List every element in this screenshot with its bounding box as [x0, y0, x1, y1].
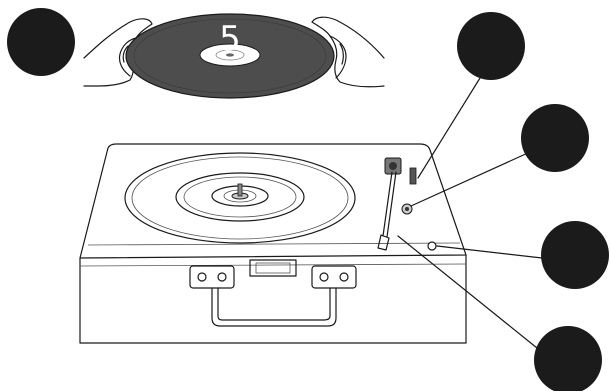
leader-power-jack [436, 245, 543, 259]
callout-arm-rest [457, 12, 525, 80]
hands-holding-record: 5 [83, 13, 385, 99]
deck-surface [79, 143, 467, 259]
platter [124, 152, 356, 244]
case-latch [249, 259, 297, 277]
record-step-number: 5 [219, 19, 241, 59]
case-front [79, 254, 467, 344]
callout-power-jack [541, 221, 609, 289]
power-jack [427, 241, 437, 251]
tonearm-headshell [377, 234, 390, 251]
spindle [237, 183, 243, 197]
callout-tonearm [534, 326, 602, 391]
callout-hand-record [7, 8, 75, 76]
leader-speed-selector [410, 151, 531, 207]
tonearm-rod [382, 171, 393, 237]
vinyl-record: 5 [125, 13, 335, 99]
leader-tonearm [397, 235, 538, 349]
leader-arm-rest [417, 77, 481, 179]
turntable-case [79, 143, 467, 344]
tonearm-assembly [377, 157, 437, 251]
right-hand [311, 16, 385, 88]
callout-speed-selector [521, 104, 589, 172]
arm-rest [409, 167, 417, 185]
carry-handle [189, 265, 357, 327]
speed-selector [401, 203, 413, 215]
